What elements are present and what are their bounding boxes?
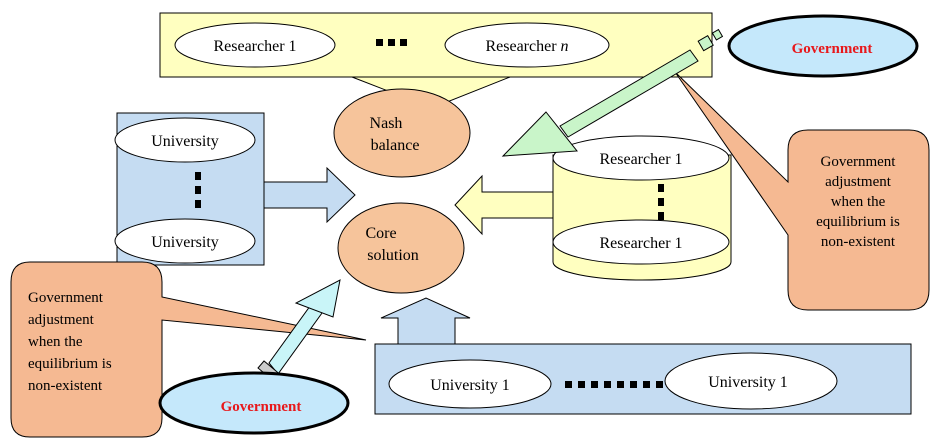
bottom-government-group: Government [158,279,350,435]
right-researcher-panel: Researcher 1 Researcher 1 [552,135,732,281]
cyan-arrow-body [268,301,323,375]
bottom-government-label: Government [221,399,302,415]
bottom-ellipsis-dot-1 [565,381,572,388]
top-researcher-n-oval [444,22,610,68]
green-arrow-head [501,111,578,157]
left-university-bottom-oval [114,218,256,264]
top-ellipsis-dot-1 [376,39,383,46]
center-solution-nodes: Nash balance Core solution [333,88,471,294]
left-vertical-dot-3 [195,200,201,208]
left-right-arrow [263,166,356,224]
bottom-ellipsis-dot-6 [630,381,637,388]
top-ellipsis-dot-3 [400,39,407,46]
right-callout-shape [674,71,930,311]
bottom-university-left-oval [388,359,552,409]
right-callout-line5: non-existent [821,234,896,250]
left-university-bottom-label: University [151,234,219,251]
bottom-up-arrow [380,297,471,345]
nash-balance-node [333,88,471,178]
right-callout-line2: adjustment [825,174,892,190]
nash-balance-line1: Nash [370,115,403,132]
left-callout-line3: when the [28,334,83,350]
right-vertical-dot-3 [658,212,664,220]
bottom-ellipsis-dot-4 [604,381,611,388]
bottom-ellipsis-dot-3 [591,381,598,388]
top-ellipsis-dot-2 [388,39,395,46]
top-researcher-n-prefix: Researcher [485,38,560,55]
left-callout-line1: Government [28,290,104,306]
top-researcher-n-var: n [561,38,569,55]
bottom-ellipsis-dot-2 [578,381,585,388]
bottom-ellipsis-dot-7 [643,381,650,388]
bottom-government-oval [158,371,350,435]
right-researcher-top-oval [552,135,730,181]
cyan-arrow-head [294,279,341,318]
bottom-university-panel: University 1 University 1 [374,343,912,415]
bottom-university-left-label: University 1 [430,377,510,394]
right-callout-line1: Government [821,154,897,170]
left-vertical-dot-1 [195,172,201,180]
green-arrow-body [559,49,699,138]
bottom-university-right-oval [664,352,838,410]
core-solution-line2: solution [367,247,419,264]
left-university-panel: University University [114,112,265,266]
top-government-oval [727,14,919,78]
right-researcher-bottom-label: Researcher 1 [599,235,682,252]
top-researchers-panel: Researcher 1 Researcher n [159,12,713,78]
core-solution-node [337,202,465,294]
left-callout-line4: equilibrium is [28,356,112,372]
right-researcher-bottom-oval [552,219,730,265]
green-dash-1 [697,34,714,52]
right-callout: Government adjustment when the equilibri… [674,71,930,311]
left-callout: Government adjustment when the equilibri… [10,261,367,438]
top-government-group: Government [501,14,919,157]
left-vertical-dot-2 [195,186,201,194]
right-left-arrow [454,174,554,236]
right-vertical-dot-2 [658,198,664,206]
top-researcher-1-oval [174,22,336,68]
right-vertical-dot-1 [658,184,664,192]
right-callout-line3: when the [831,194,886,210]
left-callout-line5: non-existent [28,378,103,394]
core-solution-line1: Core [365,225,396,242]
bottom-ellipsis-dot-5 [617,381,624,388]
right-callout-line4: equilibrium is [816,214,900,230]
top-government-label: Government [792,41,873,57]
left-university-top-label: University [151,133,219,150]
right-researcher-top-label: Researcher 1 [599,151,682,168]
top-researcher-n-label: Researcher n [485,38,568,55]
green-dash-2 [711,28,724,41]
bottom-university-right-label: University 1 [708,374,788,391]
top-researcher-1-label: Researcher 1 [213,38,296,55]
left-callout-shape [10,261,367,438]
bottom-ellipsis-dot-8 [656,381,663,388]
left-callout-line2: adjustment [28,312,95,328]
left-university-top-oval [114,117,256,163]
nash-balance-line2: balance [371,137,420,154]
